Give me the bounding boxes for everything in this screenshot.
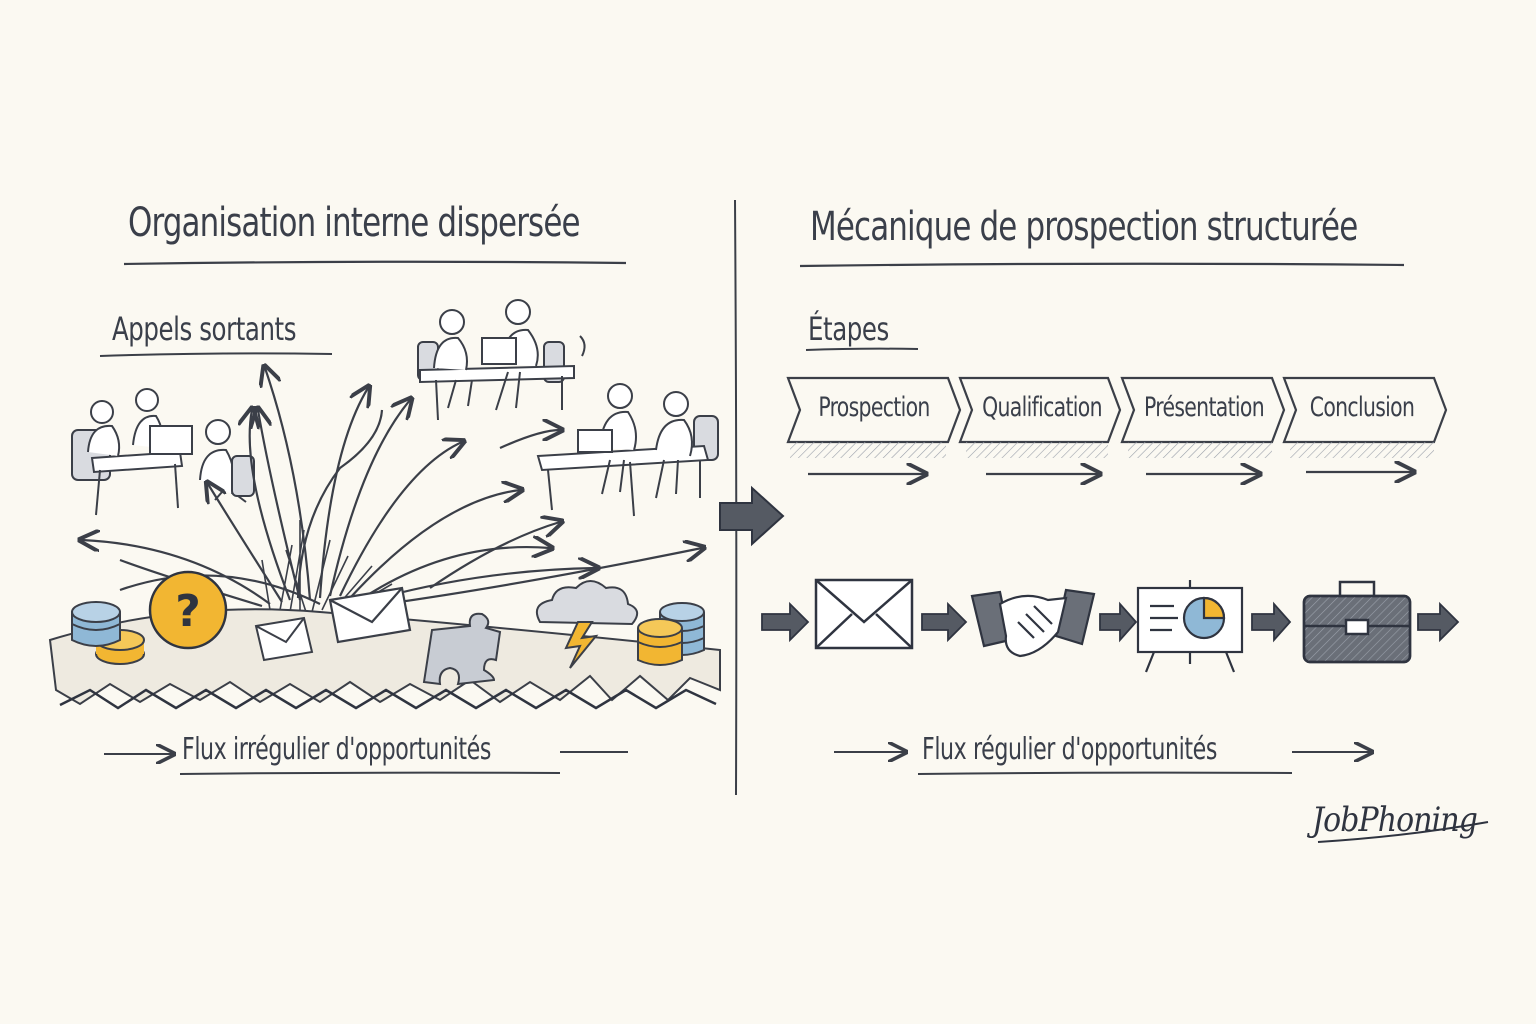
step-progress-arrows [808, 472, 1412, 474]
brand-logo: JobPhoning [1312, 800, 1478, 840]
envelope-icon [328, 586, 412, 644]
question-icon: ? [148, 570, 228, 650]
coins-icon [637, 602, 705, 666]
process-arrows [761, 601, 1460, 643]
right-title: Mécanique de prospection structurée [810, 204, 1358, 250]
steps-bar [786, 376, 1448, 458]
storm-cloud-icon [536, 580, 639, 669]
divider-line [734, 199, 738, 796]
scattered-arrows [82, 368, 702, 608]
brand-underline [1317, 821, 1489, 843]
step-qualification: Qualification [982, 392, 1102, 423]
left-subtitle: Appels sortants [112, 310, 297, 348]
envelope-icon [254, 616, 314, 662]
step-prospection: Prospection [818, 392, 930, 423]
envelope-icon [814, 578, 914, 650]
puzzle-icon [422, 612, 502, 686]
left-subtitle-underline [99, 352, 333, 357]
flux-underline-left [179, 771, 561, 775]
call-team-icon [536, 383, 719, 517]
left-title-underline [123, 260, 627, 266]
office-team-icon [71, 388, 255, 516]
step-presentation: Présentation [1144, 392, 1265, 423]
briefcase-icon [1302, 580, 1412, 664]
right-title-underline [799, 262, 1405, 268]
right-subtitle-underline [805, 347, 919, 351]
transition-arrow-icon [719, 485, 785, 547]
flux-underline-right [917, 771, 1293, 775]
handshake-icon [970, 588, 1096, 658]
ground-edge [59, 688, 717, 710]
left-flux-label: Flux irrégulier d'opportunités [182, 732, 491, 767]
coins-icon [71, 601, 145, 665]
presentation-board-icon [1136, 580, 1244, 673]
right-subtitle: Étapes [808, 310, 889, 348]
meeting-team-icon [417, 299, 586, 421]
svg-text:?: ? [175, 586, 201, 637]
left-title: Organisation interne dispersée [128, 200, 581, 246]
right-flux-label: Flux régulier d'opportunités [922, 732, 1217, 767]
step-conclusion: Conclusion [1309, 392, 1415, 423]
